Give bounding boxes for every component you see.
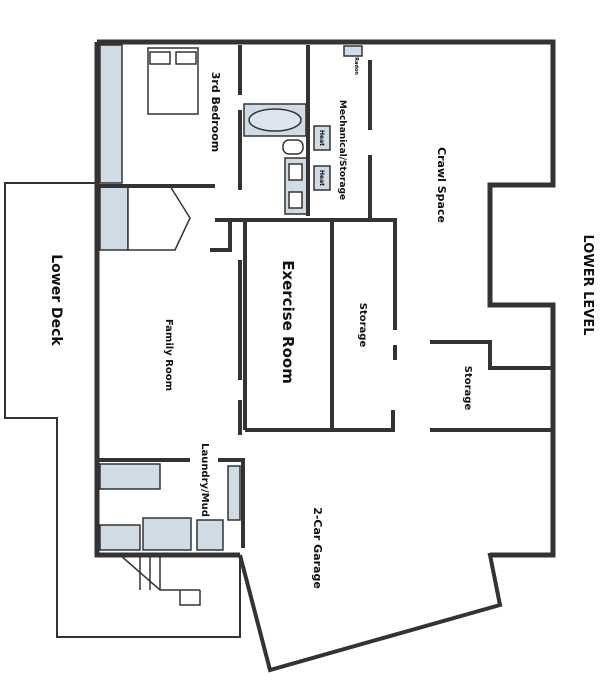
interior-walls: [97, 45, 553, 548]
room-label-laundry: Laundry/Mud: [199, 443, 210, 517]
radon-unit: [343, 45, 363, 57]
room-label-mechanical: Mechanical/Storage: [337, 100, 347, 200]
washer: [142, 517, 192, 551]
heat-label-2: Heat: [318, 170, 325, 186]
exterior-walls: [94, 39, 556, 673]
room-label-exercise-room: Exercise Room: [279, 260, 297, 384]
laundry-cabinet: [99, 524, 141, 551]
room-label-family-room: Family Room: [163, 319, 174, 391]
lower-deck-outline: [4, 182, 241, 638]
mud-locker: [227, 465, 241, 521]
room-label-lower-deck: Lower Deck: [48, 254, 64, 346]
toilet: [282, 139, 304, 155]
deck-stairs: [119, 554, 201, 606]
heat-unit-2: [313, 165, 331, 191]
room-label-bedroom: 3rd Bedroom: [209, 72, 222, 153]
room-label-garage: 2-Car Garage: [311, 507, 324, 589]
bedroom-closet: [99, 44, 123, 184]
heat-label-1: Heat: [318, 130, 325, 146]
radon-label: Radon: [353, 57, 359, 75]
room-label-storage-1: Storage: [357, 303, 368, 348]
room-label-crawl-space: Crawl Space: [435, 147, 448, 223]
plan-title: LOWER LEVEL: [580, 234, 595, 335]
heat-unit-1: [313, 125, 331, 151]
dryer: [196, 519, 224, 551]
stair-landing: [127, 185, 191, 251]
laundry-counter: [99, 463, 161, 490]
room-label-storage-2: Storage: [462, 366, 473, 411]
stairs: [99, 185, 129, 251]
